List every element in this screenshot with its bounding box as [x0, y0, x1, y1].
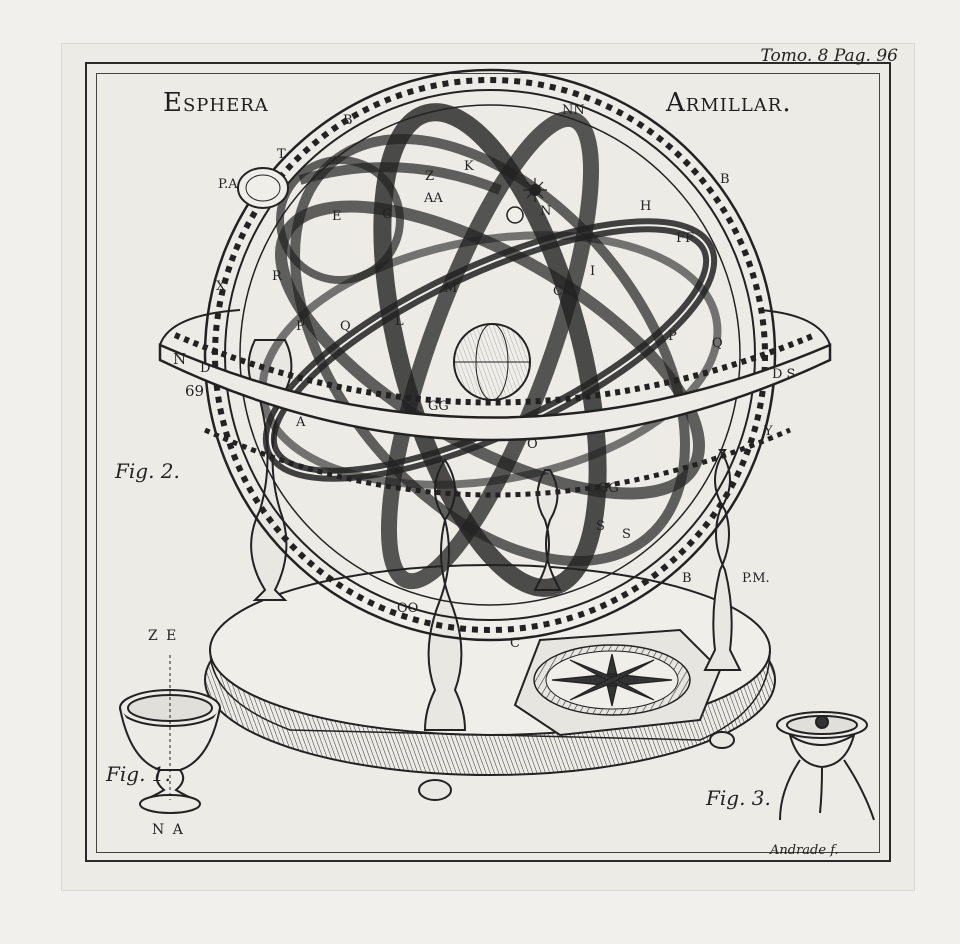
svg-text:L: L [395, 314, 404, 329]
svg-text:B: B [720, 172, 730, 187]
hour-dial [237, 167, 289, 209]
svg-text:Q: Q [340, 319, 351, 334]
svg-text:D: D [200, 361, 210, 376]
plate-border-inner [96, 73, 880, 853]
svg-text:P.A: P.A [218, 177, 238, 192]
svg-text:FF: FF [676, 231, 694, 246]
plate-title-right: Armillar. [666, 88, 792, 118]
svg-text:P: P [296, 319, 305, 334]
earth-globe-icon [453, 323, 531, 401]
svg-text:I: I [590, 264, 595, 279]
sphere-stand-legs [247, 339, 742, 801]
figure-3-tripod [776, 711, 875, 821]
fig-1-label: Fig. 1. [106, 762, 171, 786]
svg-text:NN: NN [562, 103, 585, 118]
svg-text:GG: GG [598, 481, 619, 496]
svg-text:X: X [216, 279, 226, 294]
fig-3-label: Fig. 3. [706, 786, 771, 810]
svg-text:A: A [295, 415, 306, 430]
svg-text:G: G [382, 207, 392, 222]
moon-face-icon [506, 206, 524, 224]
svg-text:CC: CC [553, 284, 573, 299]
svg-text:H: H [640, 199, 651, 214]
svg-text:Y: Y [763, 424, 773, 439]
svg-text:O: O [527, 437, 538, 452]
svg-text:C: C [510, 636, 520, 651]
fig-2-label: Fig. 2. [115, 459, 180, 483]
svg-text:D S: D S [772, 367, 795, 382]
svg-text:N: N [173, 350, 186, 368]
svg-text:T: T [277, 147, 286, 162]
svg-text:P.M.: P.M. [742, 571, 770, 586]
figure-1-horizon-cup [119, 655, 221, 814]
svg-text:P: P [668, 329, 677, 344]
svg-text:B: B [343, 113, 353, 128]
svg-text:M: M [444, 281, 457, 296]
svg-text:B: B [682, 571, 692, 586]
svg-text:E: E [332, 209, 342, 224]
sphere-annotations: NN B B B T P.A Z K AA N X R P Q M L H FF… [173, 103, 795, 651]
plate-title-left: Esphera [163, 88, 269, 118]
svg-text:Z: Z [425, 169, 434, 184]
svg-text:K: K [464, 159, 474, 174]
engraver-signature: Andrade f. [770, 843, 839, 858]
plate-border-outer [85, 62, 891, 862]
sun-glyph-icon [523, 178, 547, 202]
svg-text:S: S [596, 519, 605, 534]
compass-rose-icon [513, 628, 722, 737]
ze-label: Z E [148, 628, 179, 644]
svg-text:R: R [272, 269, 283, 284]
svg-text:N: N [540, 204, 551, 219]
svg-text:AA: AA [423, 191, 443, 206]
page-reference: Tomo. 8 Pag. 96 [760, 46, 898, 66]
svg-text:OO: OO [397, 601, 418, 616]
svg-text:Q: Q [712, 336, 723, 351]
svg-text:GG: GG [428, 399, 449, 414]
svg-text:S: S [622, 527, 631, 542]
na-label: N A [152, 822, 185, 838]
horizon-ring [158, 309, 832, 498]
svg-text:69: 69 [185, 382, 204, 400]
